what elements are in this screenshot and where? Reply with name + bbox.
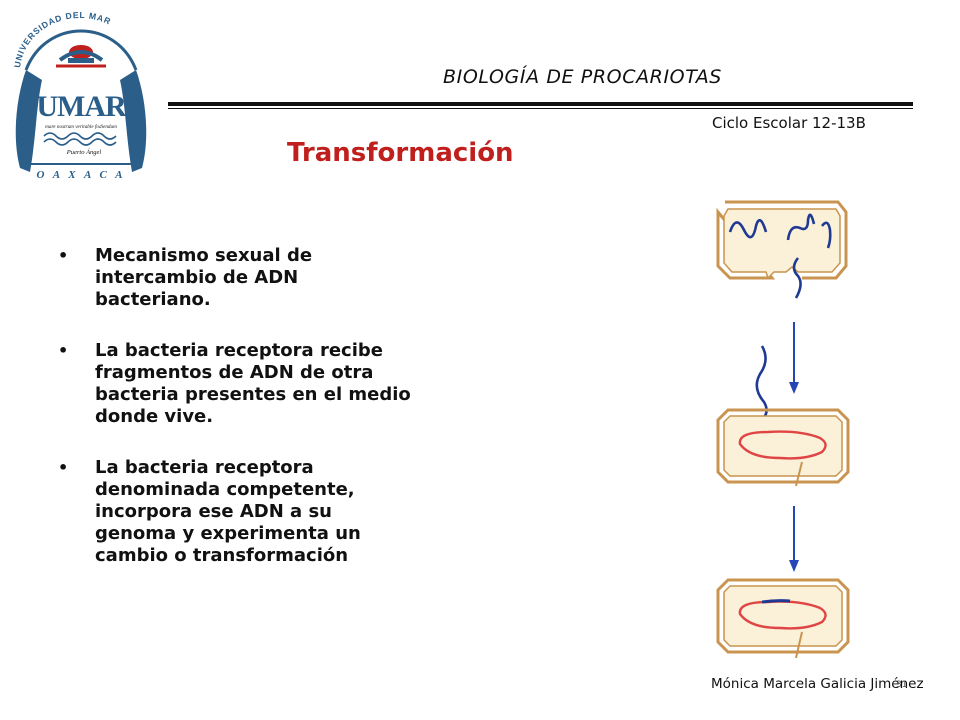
bullet-icon: • (58, 458, 69, 477)
logo-initials: UMAR (36, 90, 127, 123)
cell-wall (716, 408, 850, 484)
university-logo: UNIVERSIDAD DEL MAR UMAR mare nostrum ve… (12, 10, 147, 181)
bullet-text: Mecanismo sexual de intercambio de ADN b… (95, 245, 313, 310)
list-item: • La bacteria receptora recibe fragmento… (58, 340, 418, 428)
logo-campus: Puerto Ángel (66, 148, 102, 156)
logo-state: O A X A C A (37, 169, 126, 181)
cell-interior (723, 585, 843, 647)
crest-icon (56, 45, 106, 68)
donor-dna-fragment (820, 221, 832, 249)
header-rule-thin (168, 108, 913, 109)
pilus (795, 461, 803, 487)
footer-author: Mónica Marcela Galicia Jiménez (711, 676, 924, 692)
bullet-text: La bacteria receptora recibe fragmentos … (95, 340, 411, 427)
donor-dna-fragment (728, 218, 768, 239)
arrow-head-icon (789, 382, 799, 394)
cell-interior (723, 415, 843, 477)
slide-title: Transformación (287, 138, 514, 168)
recipient-dna (738, 430, 827, 460)
transformation-diagram (716, 200, 850, 659)
bullet-icon: • (58, 246, 69, 265)
cell-wall (716, 578, 850, 654)
logo-frame-right (120, 70, 147, 172)
bullet-text: La bacteria receptora denominada compete… (95, 457, 361, 566)
list-item: • La bacteria receptora denominada compe… (58, 457, 418, 567)
bullet-icon: • (58, 341, 69, 360)
wave-icon (43, 132, 117, 140)
cell-interior (723, 208, 841, 280)
donor-dna-fragment (792, 257, 802, 299)
course-title: BIOLOGÍA DE PROCARIOTAS (443, 66, 722, 88)
arrow-head-icon (789, 560, 799, 572)
recipient-cell (716, 408, 850, 487)
school-year: Ciclo Escolar 12-13B (712, 114, 866, 132)
header-rule (168, 102, 913, 106)
bullet-list: • Mecanismo sexual de intercambio de ADN… (58, 245, 418, 596)
donor-dna-fragment (786, 213, 816, 241)
list-item: • Mecanismo sexual de intercambio de ADN… (58, 245, 418, 311)
pilus (795, 631, 803, 659)
transformed-cell (716, 578, 850, 659)
logo-frame (15, 70, 42, 172)
integrated-dna-segment (761, 599, 791, 604)
page-number: 31 (896, 680, 908, 690)
logo-motto: mare nostrum veritable fodiendum (45, 123, 117, 130)
donor-cell (716, 200, 848, 299)
